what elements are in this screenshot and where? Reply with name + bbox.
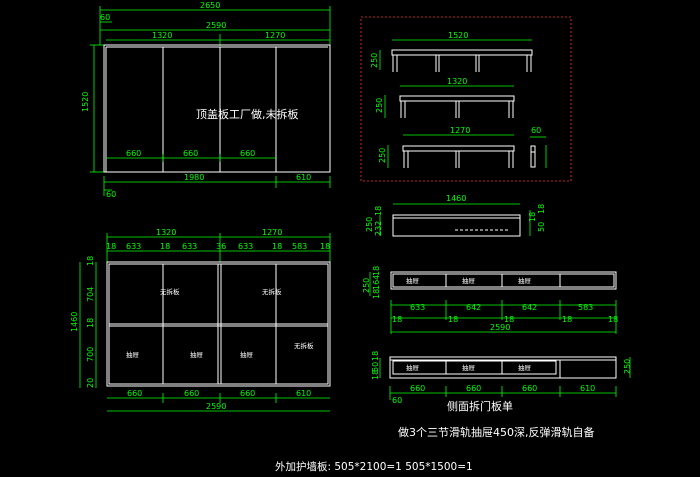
plan-sub-2: 18 bbox=[160, 242, 170, 251]
dim-2590: 2590 bbox=[206, 21, 226, 30]
plan-sub-4: 36 bbox=[216, 242, 226, 251]
row1-h-18b: 18 bbox=[372, 289, 381, 299]
side-panel-h-232: 232 bbox=[374, 221, 383, 236]
dim-drawer-660-c: 660 bbox=[240, 149, 255, 158]
guard-panel-note: 外加护墙板: 505*2100=1 505*1500=1 bbox=[275, 460, 473, 473]
drawer-row-2: 18 50 18 抽屉 抽屉 抽屉 250 660 660 660 610 60 bbox=[371, 351, 632, 405]
plan-bottom-660b: 660 bbox=[184, 389, 199, 398]
plan-dim-20: 20 bbox=[86, 378, 95, 388]
row2-cell-1: 抽屉 bbox=[406, 363, 420, 372]
row2-right-250: 250 bbox=[623, 359, 632, 374]
row2-h-18a: 18 bbox=[371, 351, 380, 361]
drawer-row-1: 250 18 164 18 抽屉 抽屉 抽屉 633 642 642 583 1… bbox=[362, 266, 618, 334]
plan-sub-1: 633 bbox=[126, 242, 141, 251]
row2-w-660c: 660 bbox=[522, 384, 537, 393]
side-frame-width: 60 bbox=[531, 126, 541, 135]
plan-cell-5: 抽屉 bbox=[240, 350, 254, 359]
row1-w-642a: 642 bbox=[466, 303, 481, 312]
row2-cell-2: 抽屉 bbox=[462, 363, 476, 372]
plan-sub-6: 18 bbox=[272, 242, 282, 251]
row2-w-610: 610 bbox=[580, 384, 595, 393]
row1-w-583: 583 bbox=[578, 303, 593, 312]
row1-w-642b: 642 bbox=[522, 303, 537, 312]
frame-1-width: 1520 bbox=[448, 31, 468, 40]
side-panel-r-18b: 18 bbox=[528, 212, 537, 222]
plan-sub-5: 633 bbox=[238, 242, 253, 251]
plan-dim-704: 704 bbox=[86, 287, 95, 302]
row2-h-50: 50 bbox=[371, 362, 380, 372]
side-panel-h-250: 250 bbox=[365, 217, 374, 232]
plan-cell-2: 无拆板 bbox=[262, 287, 282, 296]
side-door-list-title: 侧面拆门板单 bbox=[447, 399, 513, 413]
frame-2-width: 1320 bbox=[447, 77, 467, 86]
plan-dim-1320: 1320 bbox=[156, 228, 176, 237]
dim-1980: 1980 bbox=[184, 173, 204, 182]
row1-sub-18e: 18 bbox=[608, 315, 618, 324]
row1-cell-2: 抽屉 bbox=[462, 276, 476, 285]
row1-h-164: 164 bbox=[372, 275, 381, 290]
plan-sub-0: 18 bbox=[106, 242, 116, 251]
frame-3-width: 1270 bbox=[450, 126, 470, 135]
row1-cell-3: 抽屉 bbox=[518, 276, 532, 285]
row2-w-660b: 660 bbox=[466, 384, 481, 393]
row1-total: 2590 bbox=[490, 323, 510, 332]
plan-sub-8: 18 bbox=[320, 242, 330, 251]
plan-dim-700: 700 bbox=[86, 347, 95, 362]
side-panel: 1460 250 18 232 18 18 50 bbox=[365, 194, 546, 237]
row2-w-660a: 660 bbox=[410, 384, 425, 393]
row1-cell-1: 抽屉 bbox=[406, 276, 420, 285]
plan-bottom-total: 2590 bbox=[206, 402, 226, 411]
drawer-note: 做3个三节滑轨抽屉450深,反弹滑轨自备 bbox=[398, 425, 595, 439]
dim-1270: 1270 bbox=[265, 31, 285, 40]
dim-drawer-660-b: 660 bbox=[183, 149, 198, 158]
plan-sub-7: 583 bbox=[292, 242, 307, 251]
side-panel-r-50: 50 bbox=[537, 222, 546, 232]
side-panel-width: 1460 bbox=[446, 194, 466, 203]
dim-height-1520: 1520 bbox=[81, 92, 90, 112]
row2-h-18b: 18 bbox=[371, 370, 380, 380]
dim-60-top: 60 bbox=[100, 13, 110, 22]
row2-extra-60: 60 bbox=[392, 396, 402, 405]
dim-1320: 1320 bbox=[152, 31, 172, 40]
plan-dim-1270: 1270 bbox=[262, 228, 282, 237]
row1-sub-18c: 18 bbox=[504, 315, 514, 324]
plan-cell-3: 抽屉 bbox=[126, 350, 140, 359]
plan-dim-1460: 1460 bbox=[70, 312, 79, 332]
plan-view: 1320 1270 18 633 18 633 36 633 18 583 18… bbox=[70, 228, 331, 412]
row2-cell-3: 抽屉 bbox=[518, 363, 532, 372]
row1-sub-18b: 18 bbox=[448, 315, 458, 324]
row1-sub-18a: 18 bbox=[392, 315, 402, 324]
plan-cell-1: 无拆板 bbox=[160, 287, 180, 296]
plan-cell-4: 抽屉 bbox=[190, 350, 204, 359]
frame-3-height: 250 bbox=[378, 148, 387, 163]
dim-610: 610 bbox=[296, 173, 311, 182]
row1-sub-18d: 18 bbox=[562, 315, 572, 324]
row1-h-250: 250 bbox=[362, 278, 371, 293]
plan-bottom-610: 610 bbox=[296, 389, 311, 398]
plan-dim-18b: 18 bbox=[86, 318, 95, 328]
plan-sub-3: 633 bbox=[182, 242, 197, 251]
front-view: 2650 60 2590 1320 1270 1520 660 660 660 … bbox=[81, 1, 331, 199]
side-panel-h-18: 18 bbox=[374, 206, 383, 216]
plan-bottom-660c: 660 bbox=[240, 389, 255, 398]
plan-dim-18a: 18 bbox=[86, 256, 95, 266]
frame-1-height: 250 bbox=[370, 53, 379, 68]
dim-60-bottom: 60 bbox=[106, 190, 116, 199]
row1-h-18a: 18 bbox=[372, 266, 381, 276]
dim-drawer-660-a: 660 bbox=[126, 149, 141, 158]
dim-total-2650: 2650 bbox=[200, 1, 220, 10]
frame-views: 1520 250 1320 250 1270 250 bbox=[360, 16, 572, 182]
row1-w-633: 633 bbox=[410, 303, 425, 312]
side-panel-r-18a: 18 bbox=[537, 204, 546, 214]
plan-cell-6: 无拆板 bbox=[294, 341, 314, 350]
frame-2-height: 250 bbox=[375, 98, 384, 113]
front-note: 顶盖板工厂做,未拆板 bbox=[196, 107, 299, 121]
plan-bottom-660a: 660 bbox=[127, 389, 142, 398]
